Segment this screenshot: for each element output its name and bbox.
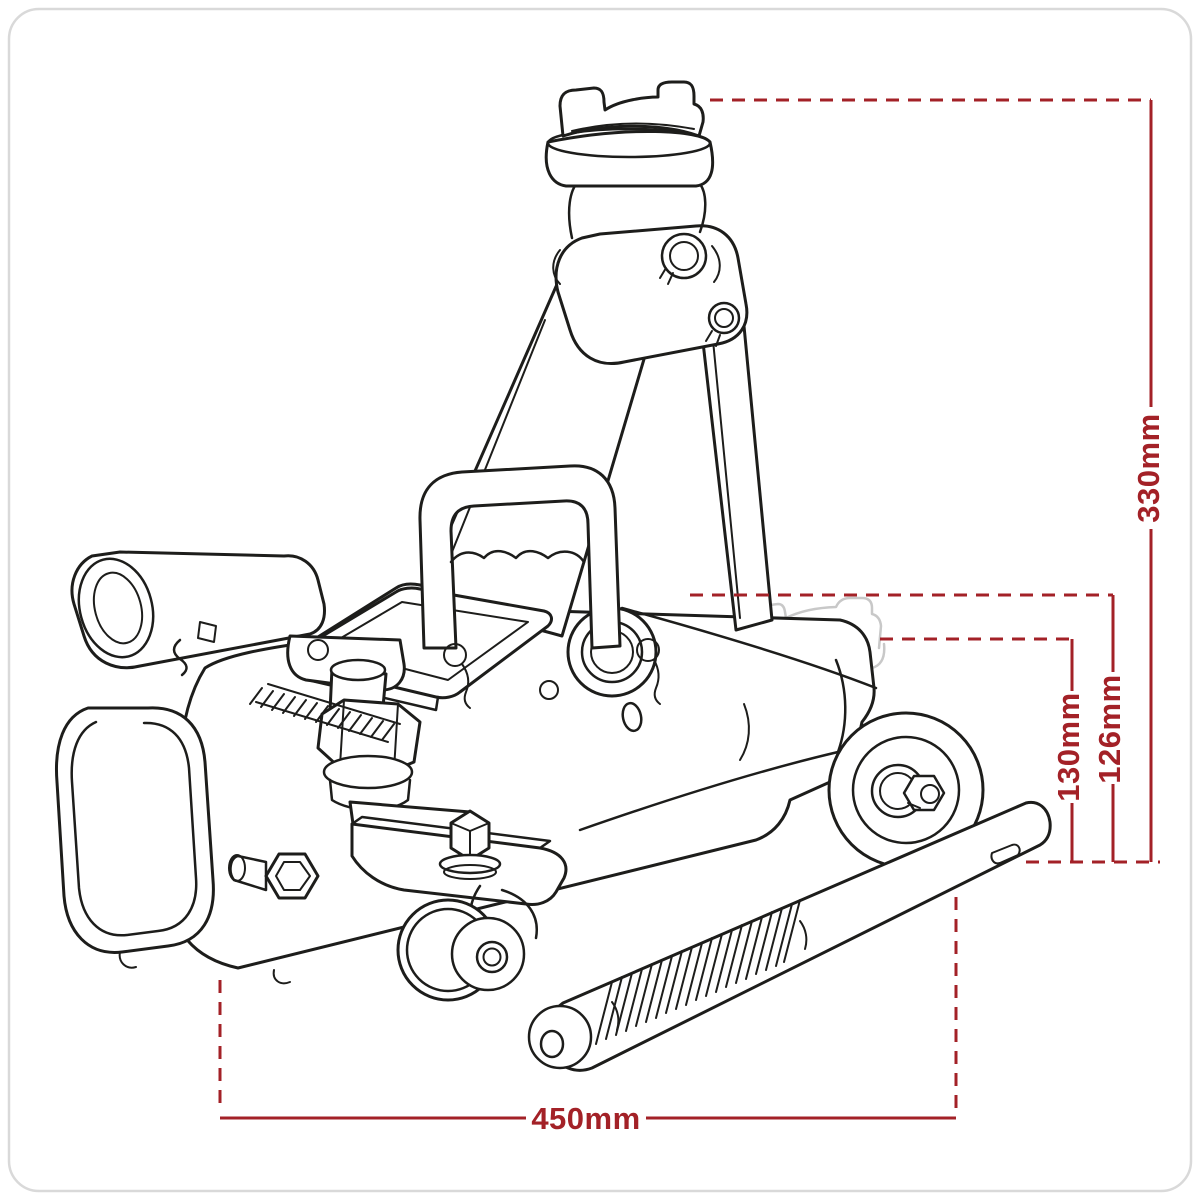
dimension-130mm: 130mm (880, 637, 1086, 862)
chassis-peg (539, 680, 559, 700)
dimension-label-450mm: 450mm (531, 1101, 640, 1136)
pump-unit (54, 550, 661, 969)
rear-wheel (827, 711, 985, 869)
dimension-label-126mm: 126mm (1092, 674, 1127, 783)
handle-bar (527, 800, 1052, 1072)
saddle-pad (558, 80, 705, 138)
link-pivot (707, 301, 741, 335)
lift-arm (426, 276, 774, 698)
jack-illustration (54, 80, 1052, 1072)
saddle-head (554, 224, 749, 365)
head-boss (660, 232, 708, 280)
chassis-side-hole (621, 701, 643, 733)
dimension-330mm: 330mm (710, 98, 1166, 862)
dimension-label-130mm: 130mm (1051, 692, 1086, 801)
dimension-450mm: 450mm (218, 897, 958, 1136)
knurled-grip (595, 899, 808, 1045)
return-spring (249, 683, 401, 743)
handle-pin (990, 843, 1021, 865)
saddle (544, 80, 721, 285)
front-hex-bolt (228, 852, 320, 900)
cylinder-front (54, 706, 215, 954)
dimension-label-330mm: 330mm (1131, 413, 1166, 522)
dimension-126mm: 126mm (690, 593, 1127, 862)
front-castor (350, 809, 568, 1002)
dimension-annotations: 330mm 126mm 130mm 450mm (218, 98, 1166, 1136)
r-clip-pins (443, 638, 661, 709)
carry-handle (418, 464, 622, 650)
